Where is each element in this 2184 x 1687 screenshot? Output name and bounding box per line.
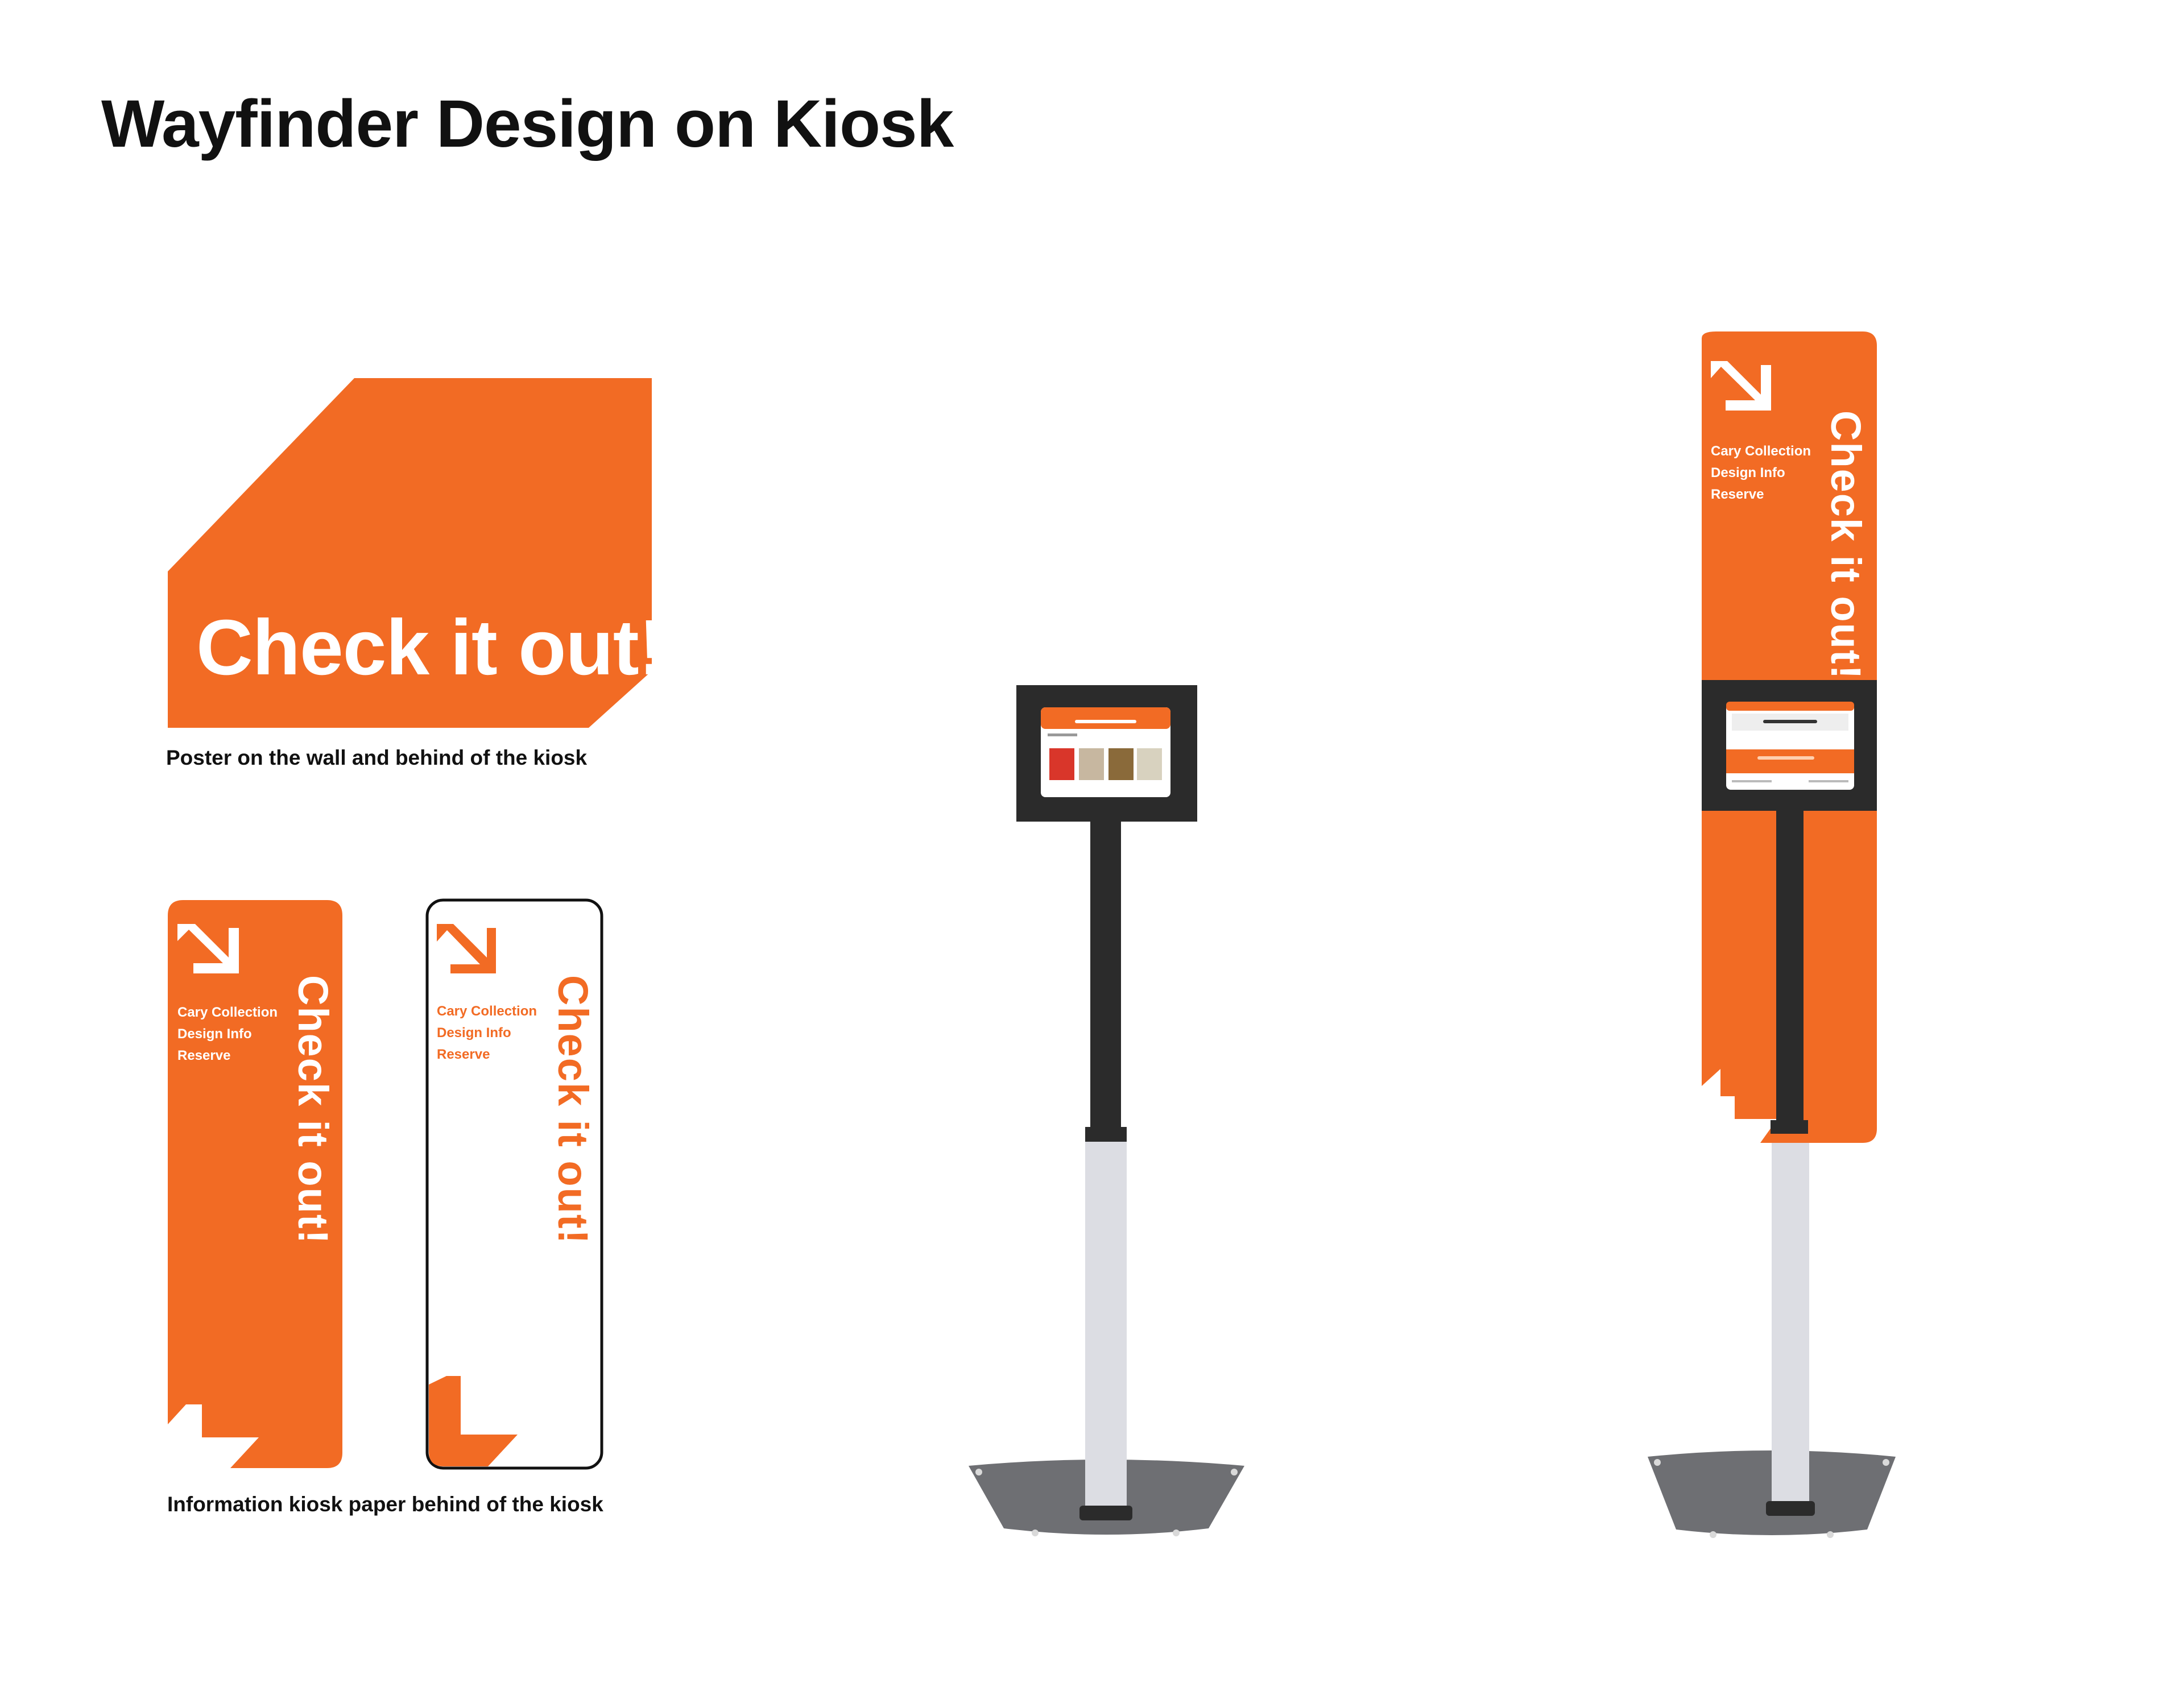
tall-kiosk-menu: Cary Collection Design Info Reserve [1711,441,1811,505]
kiosk-tall [1648,331,1896,1538]
kiosk-paper-white-headline: Check it out! [549,975,597,1245]
wall-poster [168,378,652,728]
page-title: Wayfinder Design on Kiosk [101,86,954,161]
arrow-down-right-icon [177,924,239,973]
kiosk-paper-white-corner [429,1376,518,1466]
kiosk-pole-upper [1090,819,1121,1137]
kiosk-paper-white-menu: Cary Collection Design Info Reserve [437,1001,537,1066]
kiosk-paper-caption: Information kiosk paper behind of the ki… [167,1493,603,1516]
tall-kiosk-headline: Check it out! [1822,411,1869,681]
menu-item: Cary Collection [177,1005,278,1020]
menu-item: Reserve [437,1047,490,1062]
menu-item: Design Info [1711,465,1785,480]
arrow-down-right-icon [1711,361,1771,411]
poster-headline: Check it out! [196,604,665,691]
kiosk-paper-orange-headline: Check it out! [289,975,337,1245]
kiosk-pole-lower [1772,1134,1809,1510]
kiosk-pole-upper [1776,810,1804,1129]
arrow-down-right-icon [437,924,496,973]
menu-item: Reserve [177,1048,231,1063]
poster-caption: Poster on the wall and behind of the kio… [166,746,588,769]
kiosk-paper-white [425,898,603,1470]
menu-item: Design Info [177,1026,252,1042]
menu-item: Design Info [437,1025,511,1041]
kiosk-pole-lower [1085,1142,1127,1517]
menu-item: Cary Collection [1711,443,1811,459]
kiosk-paper-orange [168,900,342,1468]
kiosk-small [969,685,1244,1536]
kiosk-paper-orange-menu: Cary Collection Design Info Reserve [177,1002,278,1067]
menu-item: Reserve [1711,487,1764,502]
menu-item: Cary Collection [437,1004,537,1019]
